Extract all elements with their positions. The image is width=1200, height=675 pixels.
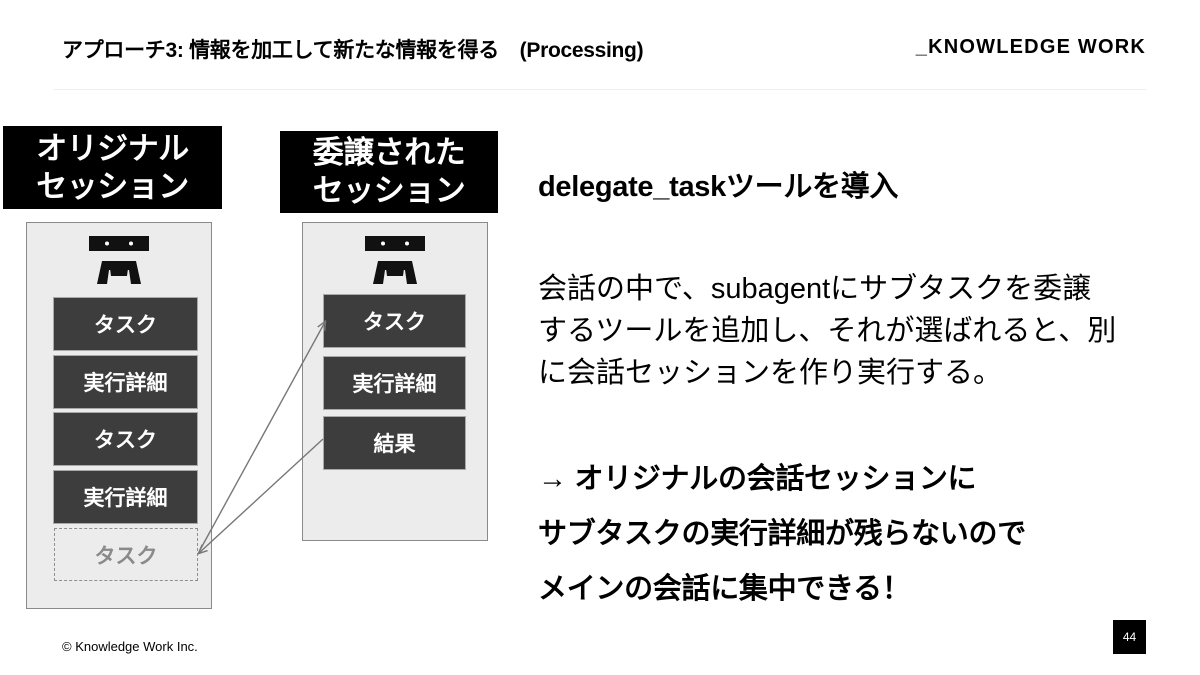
description-line-2: するツールを追加し、それが選ばれると、別 [538,315,1117,347]
delegated-item-task: タスク [323,294,466,348]
copyright: © Knowledge Work Inc. [62,639,198,654]
delegated-session-label-line-2: セッション [312,173,466,208]
original-session-label-line-2: セッション [36,168,189,204]
page-number: 44 [1113,620,1146,654]
delegated-item-detail: 実行詳細 [323,356,466,410]
slide-title: アプローチ3: 情報を加工して新たな情報を得る (Processing) [62,39,644,62]
description-line-1: 会話の中で、subagentにサブタスクを委譲 [538,273,1092,305]
original-item-task-2: タスク [53,412,198,466]
original-item-task-delegated: タスク [54,528,198,581]
content-heading: delegate_taskツールを導入 [538,171,899,203]
original-item-detail-1: 実行詳細 [53,355,198,409]
conclusion-line-2: サブタスクの実行詳細が残らないので [538,518,1026,550]
delegated-session-label-line-1: 委譲された [312,135,466,170]
original-session-label-line-1: オリジナル [36,130,189,166]
content-conclusion: → オリジナルの会話セッションに サブタスクの実行詳細が残らないので メインの会… [538,452,1026,617]
conclusion-line-1: → オリジナルの会話セッションに [538,463,977,495]
company-logo: _KNOWLEDGE WORK [915,36,1146,58]
description-line-3: に会話セッションを作り実行する。 [538,357,1003,389]
original-item-task-1: タスク [53,297,198,351]
delegated-session-label: 委譲された セッション [280,131,498,213]
robot-icon-delegated [365,236,425,284]
conclusion-line-3: メインの会話に集中できる！ [538,573,911,605]
header-divider [54,89,1146,90]
original-session-label: オリジナル セッション [3,126,222,209]
robot-icon [89,236,149,284]
content-description: 会話の中で、subagentにサブタスクを委譲 するツールを追加し、それが選ばれ… [538,268,1158,394]
delegated-item-result: 結果 [323,416,466,470]
original-item-detail-2: 実行詳細 [53,470,198,524]
